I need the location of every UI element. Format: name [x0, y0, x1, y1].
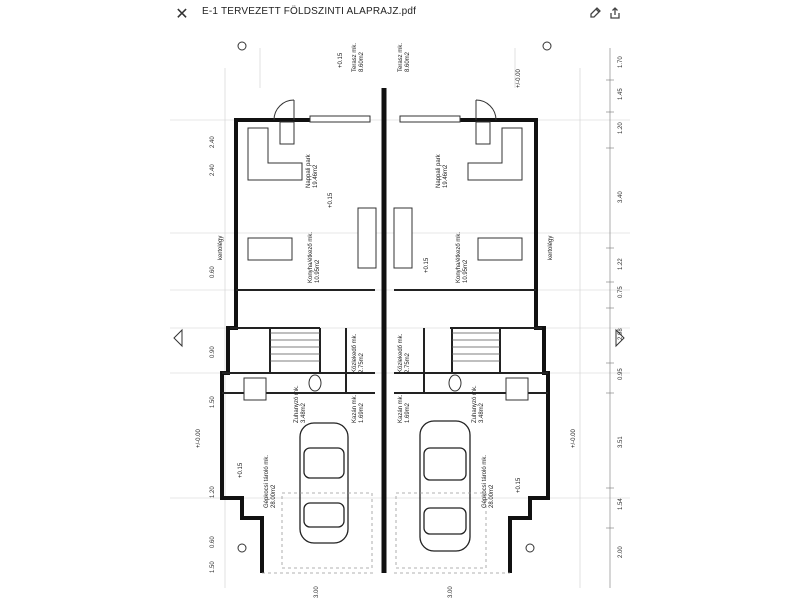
garage-cars	[299, 420, 471, 552]
left-dim-6: 0.60	[210, 536, 216, 548]
zuhanyzo-right-area: 3.48m2	[479, 402, 485, 423]
section-triangles	[173, 328, 625, 348]
right-dim-10: 2.00	[618, 546, 624, 558]
interior-walls	[222, 289, 548, 394]
right-dim-8: 3.51	[618, 436, 624, 448]
zuhanyzo-left-label: Zuhanyzó mk.	[294, 385, 300, 423]
terasz-left-label: Terasz mk.	[352, 43, 358, 72]
level-ground-right: +/-0.00	[571, 428, 577, 448]
kozlekedo-left-area: 2.75m2	[359, 352, 365, 373]
kozlekedo-right-label: Közlekedő mk.	[398, 333, 404, 373]
floor-plan-page: Terasz mk. 8.60m2 Terasz mk. 8.60m2 Napp…	[170, 28, 630, 600]
kazan-right-label: Kazán mk.	[398, 394, 404, 423]
kozlekedo-right-area: 2.75m2	[405, 352, 411, 373]
zuhanyzo-right-label: Zuhanyzó mk.	[472, 385, 478, 423]
left-dim-3: 0.90	[210, 346, 216, 358]
terasz-right-label: Terasz mk.	[398, 43, 404, 72]
garazs-right-label: Gépkocsi tároló mk.	[482, 455, 488, 508]
level-garage-right: +0.15	[516, 477, 522, 493]
bottom-dim-right: 3.00	[448, 586, 454, 598]
left-dim-0: 2.40	[210, 136, 216, 148]
north-arrow-marks	[237, 41, 552, 553]
left-dim-4: 1.50	[210, 396, 216, 408]
annotate-icon[interactable]	[586, 4, 604, 22]
level-ground-left: +/-0.00	[196, 428, 202, 448]
left-dim-5: 1.20	[210, 486, 216, 498]
garage-door-openings	[262, 492, 510, 574]
left-dimensions: 2.40 2.40 0.60 0.90 1.50 1.20 0.60 1.50	[210, 136, 216, 573]
level-terasz: +0.15	[338, 52, 344, 68]
viewer-topbar: ✕ E-1 TERVEZETT FÖLDSZINTI ALAPRAJZ.pdf	[0, 0, 800, 28]
garazs-left-label: Gépkocsi tároló mk.	[264, 455, 270, 508]
floor-plan-drawing: Terasz mk. 8.60m2 Terasz mk. 8.60m2 Napp…	[170, 41, 630, 598]
garazs-left-area: 28.00m2	[271, 484, 277, 508]
level-nappali: +0.15	[328, 192, 334, 208]
right-dim-9: 1.54	[618, 498, 624, 510]
konyha-left-label: Konyha/étkező mk.	[308, 232, 314, 283]
document-title: E-1 TERVEZETT FÖLDSZINTI ALAPRAJZ.pdf	[202, 6, 417, 17]
konyha-right-area: 10.95m2	[463, 259, 469, 283]
kazan-right-area: 1.69m2	[405, 402, 411, 423]
right-dim-5: 0.75	[618, 286, 624, 298]
konyha-right-label: Konyha/étkező mk.	[456, 232, 462, 283]
nappali-left-label: Nappali park	[306, 153, 312, 188]
bottom-dimensions: 3.00 3.00	[314, 586, 454, 598]
terrace-doors	[273, 99, 497, 123]
terasz-right-area: 8.60m2	[405, 51, 411, 72]
right-dim-6: 2.98	[618, 328, 624, 340]
left-dim-2: 0.60	[210, 266, 216, 278]
close-icon[interactable]: ✕	[175, 6, 189, 23]
terasz-left-area: 8.60m2	[359, 51, 365, 72]
reference-lines	[170, 48, 630, 588]
share-icon[interactable]	[606, 4, 624, 22]
level-outside: +/-0.00	[516, 68, 522, 88]
right-dim-3: 3.40	[618, 191, 624, 203]
level-labels: +0.15 +0.15 +0.15 +0.15 +0.15 +/-0.00 +/…	[196, 52, 577, 493]
level-konyha: +0.15	[424, 257, 430, 273]
room-labels: Terasz mk. 8.60m2 Terasz mk. 8.60m2 Napp…	[264, 43, 495, 508]
konyha-left-area: 10.95m2	[315, 259, 321, 283]
zuhanyzo-left-area: 3.48m2	[301, 402, 307, 423]
right-dim-7: 0.95	[618, 368, 624, 380]
left-dim-1: 2.40	[210, 164, 216, 176]
nappali-right-area: 19.46m2	[443, 164, 449, 188]
bottom-dim-left: 3.00	[314, 586, 320, 598]
right-dim-0: 1.70	[618, 56, 624, 68]
right-dim-1: 1.45	[618, 88, 624, 100]
right-dimension-line	[606, 48, 614, 588]
kazan-left-label: Kazán mk.	[352, 394, 358, 423]
nappali-left-area: 19.46m2	[313, 164, 319, 188]
furniture	[243, 121, 529, 401]
kert-label-right: kertolégy	[548, 236, 554, 260]
level-garage-left: +0.15	[238, 462, 244, 478]
right-dim-2: 1.20	[618, 122, 624, 134]
right-dim-4: 1.22	[618, 258, 624, 270]
kazan-left-area: 1.69m2	[359, 402, 365, 423]
right-dimensions: 1.70 1.45 1.20 3.40 1.22 0.75 2.98 0.95 3.51 1.54…	[618, 56, 624, 558]
kert-label-left: kertolégy	[218, 236, 224, 260]
kozlekedo-left-label: Közlekedő mk.	[352, 333, 358, 373]
left-dim-7: 1.50	[210, 561, 216, 573]
garazs-right-area: 28.00m2	[489, 484, 495, 508]
nappali-right-label: Nappali park	[436, 153, 442, 188]
